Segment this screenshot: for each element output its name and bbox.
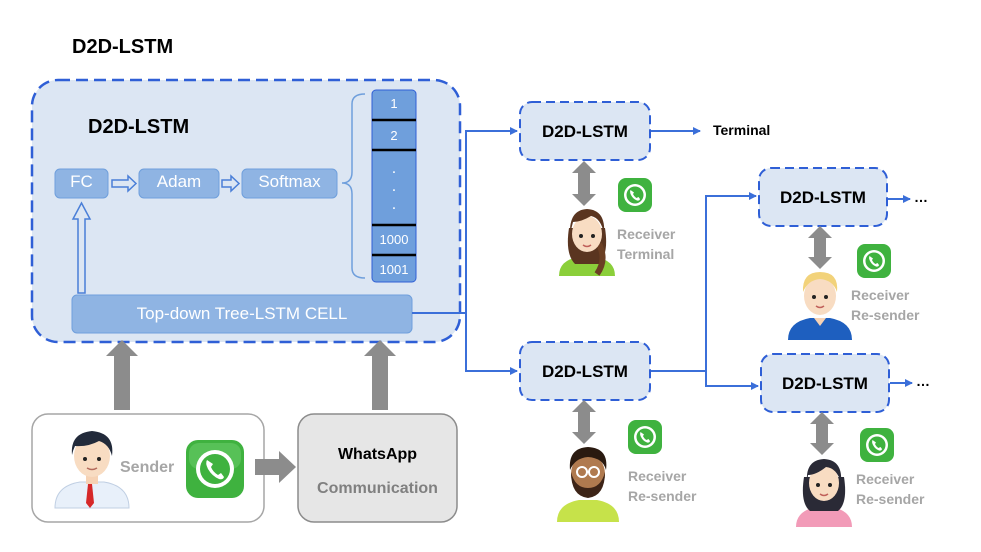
gray-arrow-sender-whatsapp [255,451,296,483]
double-arrow-node2 [572,400,596,444]
whatsapp-icon [857,244,891,278]
module-title: D2D-LSTM [88,116,190,138]
node1-box [519,101,651,161]
diagram-title: D2D-LSTM [72,36,174,58]
output-cell-label: 1000 [379,232,409,247]
sender-avatar [54,431,130,509]
node3-label: D2D-LSTM [780,188,866,207]
double-arrow-node3 [808,226,832,269]
output-cell-label: 1 [390,96,398,111]
main-module-panel [30,78,462,344]
node1-output-label: Terminal [713,122,771,138]
softmax-label: Softmax [258,172,321,191]
fc-box [54,168,109,199]
whatsapp-icon [628,420,662,454]
whatsapp-icon [618,178,652,212]
receiver2-subrole: Re-sender [628,488,697,504]
communication-label: Communication [317,480,438,497]
node3-box [758,167,888,227]
receiver4-role: Receiver [856,471,915,487]
sender-label: Sender [120,459,175,476]
gray-arrow-sender-up [106,340,138,410]
output-column [371,89,417,283]
receiver2-role: Receiver [628,468,687,484]
tree-lstm-cell-label: Top-down Tree-LSTM CELL [136,304,348,323]
whatsapp-icon [860,428,894,462]
receiver-resender-avatar [796,459,852,527]
output-cell-label: . [391,196,397,213]
adam-box [138,168,220,199]
node4-label: D2D-LSTM [782,374,868,393]
gray-arrow-whatsapp-up [364,340,396,410]
output-bracket [341,93,366,279]
adam-label: Adam [156,172,202,191]
whatsapp-label: WhatsApp [337,446,418,463]
node2-label: D2D-LSTM [542,362,628,381]
receiver3-subrole: Re-sender [851,307,920,323]
node1-label: D2D-LSTM [542,122,628,141]
receiver3-role: Receiver [851,287,910,303]
link-to-node4 [705,371,759,390]
double-arrow-node1 [572,161,596,206]
arrow-cell-fc [71,201,92,294]
node4-output-ellipsis: … [916,373,930,389]
arrow-adam-softmax [221,174,241,193]
receiver-resender-avatar [557,447,619,522]
receiver-terminal-avatar [559,209,615,276]
receiver-resender-avatar [788,272,852,340]
fc-label: FC [70,172,93,191]
output-cell-label: . [391,160,397,177]
arrow-fc-adam [111,174,138,193]
link-to-node3 [705,192,757,371]
output-cell-label: . [391,178,397,195]
node2-box [519,341,651,401]
node3-output-ellipsis: … [914,189,928,205]
receiver1-subrole: Terminal [617,246,675,262]
whatsapp-icon [186,440,244,498]
receiver1-role: Receiver [617,226,676,242]
node4-box [760,353,890,413]
whatsapp-communication-box [297,413,458,523]
link-to-node1 [465,127,518,313]
link-to-node2 [465,313,518,375]
output-cell-label: 2 [390,128,398,143]
receiver4-subrole: Re-sender [856,491,925,507]
double-arrow-node4 [810,412,834,455]
output-cell-label: 1001 [379,262,409,277]
softmax-box [241,168,338,199]
